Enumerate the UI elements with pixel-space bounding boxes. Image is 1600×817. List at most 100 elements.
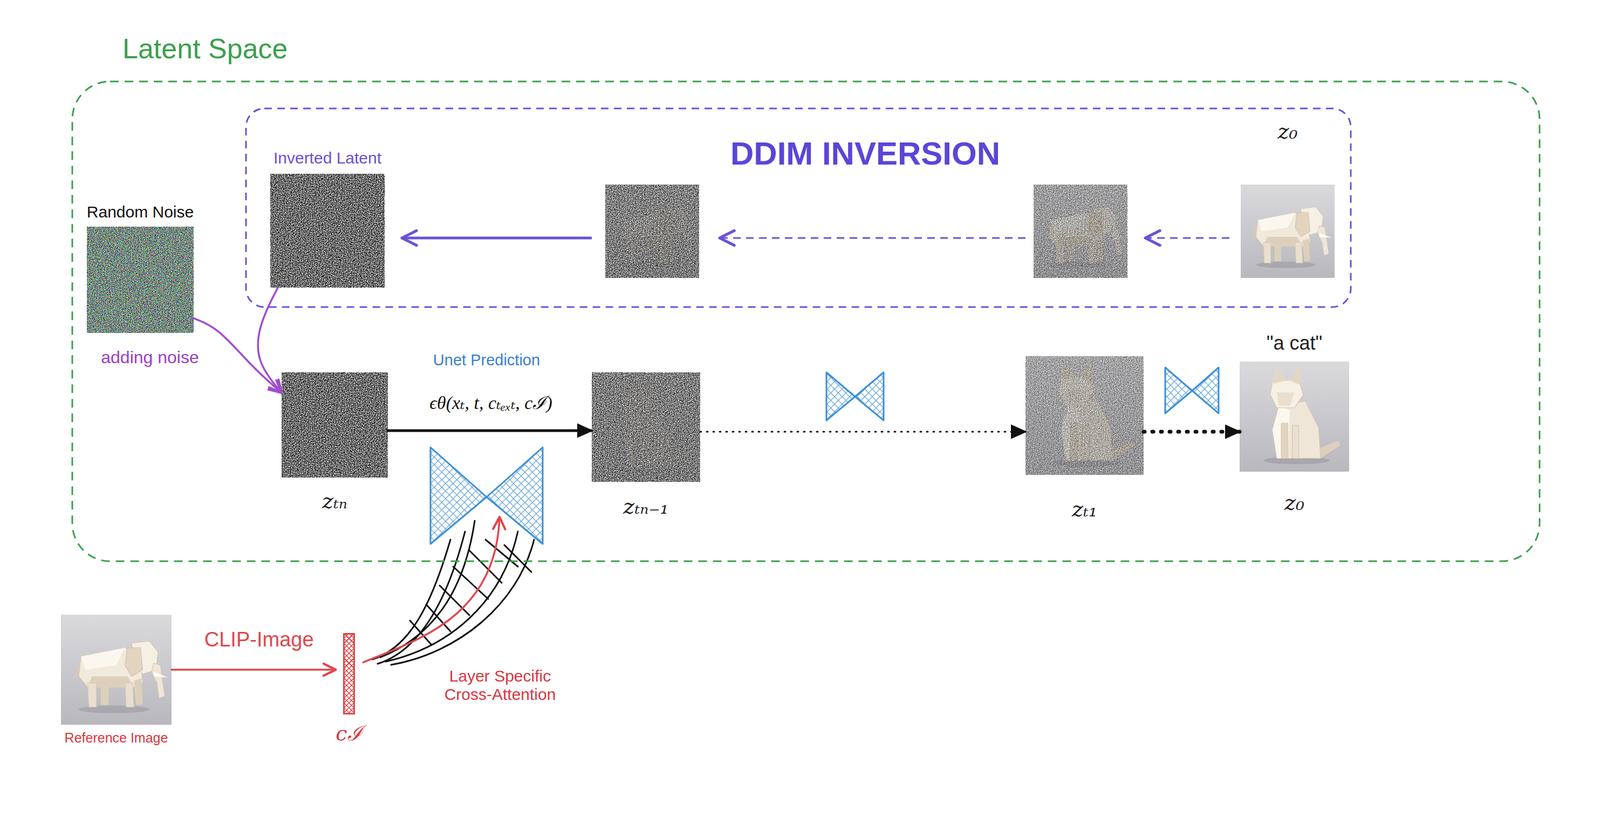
image-node: zₜ₁ [1025, 356, 1144, 522]
cat-image [1239, 361, 1350, 472]
image-label: zₜₙ₋₁ [623, 493, 669, 519]
image-label: cℐ [335, 721, 362, 746]
noisy-elephant-image [1033, 184, 1128, 278]
cross-attention-strokes [380, 520, 475, 658]
ddim-arrows [401, 236, 592, 240]
inverted-latent-image [270, 173, 385, 288]
noisy-cat-image [1025, 356, 1144, 475]
region-box: Latent SpaceDDIM INVERSION Inverted Laten… [71, 32, 1541, 563]
noisy-cat-image [1025, 356, 1144, 475]
image-frame [281, 372, 388, 478]
image-frame [1240, 184, 1335, 278]
image-frame [270, 173, 385, 288]
noise-latent-image [281, 372, 388, 478]
unet-symbol [855, 372, 884, 421]
random-noise-image [86, 226, 194, 333]
image-label: z₀ [1284, 489, 1305, 515]
noisy-cat-image [591, 372, 701, 482]
dashed-outline [72, 81, 1540, 562]
edge-label: CLIP-Image [204, 627, 314, 652]
image-node: cℐ [335, 632, 362, 746]
unet-symbol [826, 372, 884, 421]
noisy-elephant-image [605, 184, 700, 278]
region-box: DDIM INVERSION Inverted Latent z₀ [244, 107, 1352, 309]
image-label: z₀ [1277, 118, 1298, 144]
cross-attention-strokes [439, 585, 470, 615]
ddim-arrows [719, 237, 1026, 239]
region-outline [71, 32, 1541, 563]
label-anchor: adding noise [100, 347, 199, 368]
noisy-elephant-image [1033, 184, 1128, 278]
ddim-arrows [401, 237, 1230, 239]
connector-arrow [387, 429, 592, 433]
reference-image [74, 640, 168, 714]
connector-arrow [193, 318, 282, 393]
region-heading: DDIM INVERSION [730, 134, 1001, 173]
image-label: Reference Image [64, 729, 169, 746]
unet-symbol [1192, 367, 1219, 414]
cat-image [1263, 365, 1341, 465]
image-frame [591, 372, 701, 482]
noise-latent-image [281, 372, 388, 478]
label-anchor: Unet Prediction [433, 351, 540, 369]
image-frame [1025, 356, 1144, 475]
inverted-latent-image [270, 173, 385, 288]
noisy-elephant-image [605, 184, 700, 278]
random-noise-image [86, 226, 194, 333]
noisy-cat-image [591, 372, 701, 482]
connector-arrow [257, 287, 282, 393]
image-label: Inverted Latent [273, 148, 382, 168]
cross-attention-strokes [391, 539, 535, 665]
image-node: Inverted Latent [270, 148, 385, 289]
image-node: zₜₙ [281, 372, 388, 514]
annotation-label: Unet Prediction [433, 351, 540, 369]
reference-image [60, 614, 172, 725]
image-node: zₜₙ₋₁ [591, 372, 701, 519]
annotation-label: ϵθ(xₜ, t, cₜₑₓₜ, cℐ) [429, 392, 553, 414]
image-frame [60, 614, 172, 725]
cat-image [1239, 361, 1350, 472]
cross-attention-strokes [372, 520, 535, 665]
image-node: "a cat" z₀ [1239, 331, 1350, 515]
image-frame [86, 226, 194, 333]
dashed-outline [245, 108, 1351, 307]
image-label: zₜₙ [322, 488, 348, 514]
elephant-image [1252, 207, 1332, 269]
reference-image [60, 614, 172, 725]
unet-symbol [1165, 367, 1219, 414]
region-heading: Latent Space [122, 32, 288, 66]
cross-attention-arrow [362, 516, 500, 663]
cross-attention-strokes [385, 531, 518, 662]
unet-symbol [486, 447, 543, 544]
noisy-elephant-image [605, 184, 700, 278]
embedding-vector [343, 632, 355, 715]
annotation-label: Layer Specific Cross-Attention [427, 666, 573, 704]
image-node: Random Noise [86, 202, 194, 334]
image-label: Random Noise [86, 202, 194, 222]
unet-symbol [430, 447, 487, 544]
cross-attention-arrow [362, 516, 500, 663]
noisy-cat-image [1025, 356, 1144, 475]
ddim-arrows [1145, 237, 1230, 239]
image-label: "a cat" [1266, 331, 1323, 354]
image-node: Reference Image [60, 614, 172, 746]
elephant-image [1240, 184, 1335, 278]
connector-arrow [1143, 429, 1240, 434]
noisy-elephant-image [1033, 184, 1128, 278]
elephant-image [1240, 184, 1335, 278]
image-node: z₀ [1240, 118, 1335, 278]
unet-symbol [1165, 367, 1193, 414]
unet-symbol [826, 372, 856, 421]
unet-symbol [430, 447, 543, 544]
label-anchor: CLIP-Image [204, 627, 314, 652]
image-frame [1239, 361, 1350, 472]
label-anchor: ϵθ(xₜ, t, cₜₑₓₜ, cℐ) [429, 392, 553, 414]
label-anchor: Layer Specific Cross-Attention [427, 666, 573, 704]
noisy-cat-image [591, 372, 701, 482]
image-label: zₜ₁ [1071, 496, 1098, 522]
connector-arrow [700, 431, 1026, 433]
